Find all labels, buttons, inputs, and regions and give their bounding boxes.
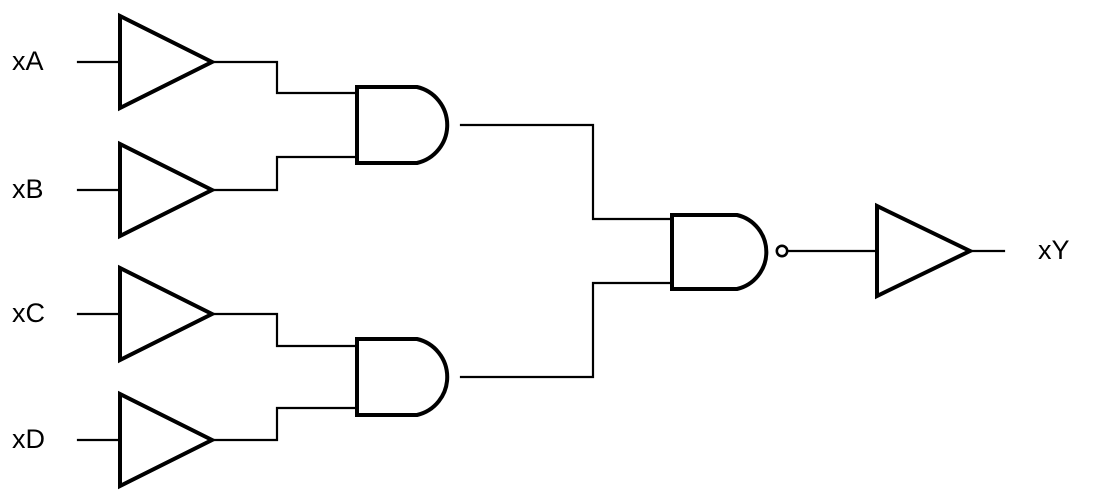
gate-buffer-xd[interactable] — [118, 390, 217, 490]
gate-and-1[interactable] — [355, 85, 450, 165]
buffer-triangle-xy[interactable] — [875, 202, 975, 300]
wire-bufc-to-and2 — [212, 312, 358, 348]
gate-buffer-xb[interactable] — [118, 140, 217, 240]
wire-bufd-to-and2 — [212, 406, 358, 442]
input-label-xb: xB — [12, 174, 44, 204]
gate-nand-1[interactable] — [670, 213, 789, 291]
and-gate-2-body[interactable] — [355, 337, 450, 417]
input-label-xa: xA — [12, 46, 44, 76]
nand-inversion-bubble-icon — [775, 244, 789, 258]
gate-buffer-xc[interactable] — [118, 264, 217, 364]
input-label-xd: xD — [12, 424, 45, 454]
wire-bufa-to-and1 — [212, 60, 358, 95]
buffer-triangle-xb[interactable] — [118, 140, 217, 240]
output-label-xy: xY — [1038, 235, 1070, 265]
wire-bufb-to-and1 — [212, 155, 358, 192]
wire-layer — [76, 60, 1006, 442]
gate-buffer-xy[interactable] — [875, 202, 975, 300]
gate-layer — [118, 12, 975, 490]
buffer-triangle-xd[interactable] — [118, 390, 217, 490]
gate-and-2[interactable] — [355, 337, 450, 417]
wire-and2-to-nand — [459, 281, 673, 379]
and-gate-1-body[interactable] — [355, 85, 450, 165]
nand-gate-body[interactable] — [670, 213, 769, 291]
buffer-triangle-xc[interactable] — [118, 264, 217, 364]
gate-buffer-xa[interactable] — [118, 12, 217, 112]
input-label-xc: xC — [12, 298, 45, 328]
wire-and1-to-nand — [459, 123, 673, 221]
label-layer: xA xB xC xD xY — [12, 46, 1070, 454]
buffer-triangle-xa[interactable] — [118, 12, 217, 112]
